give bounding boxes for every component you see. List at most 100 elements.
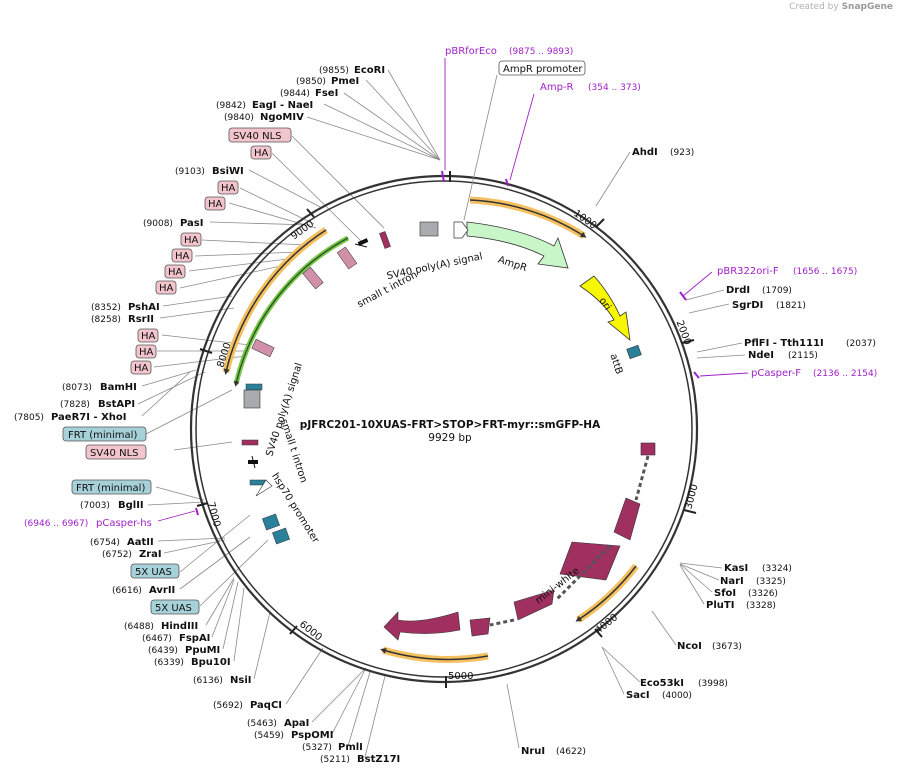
plasmid-length: 9929 bp	[428, 432, 472, 444]
ampr-label: AmpR	[496, 254, 528, 274]
ticks	[196, 171, 697, 688]
frt-minimal-1-label: FRT (minimal)	[68, 430, 137, 441]
enz-nari-pos: (3325)	[756, 577, 786, 587]
enz-ngomiv-name: NgoMIV	[260, 112, 304, 123]
enz-bstapi-pos: (7828)	[60, 400, 90, 410]
enz-pasi-name: PasI	[180, 218, 203, 229]
enz-pmli-pos: (5327)	[302, 743, 332, 753]
enz-rsrii-name: RsrII	[128, 314, 154, 325]
enz-rsrii-pos: (8258)	[91, 315, 121, 325]
enz-bstz17i-name: BstZ17I	[357, 754, 400, 765]
enz-zrai-name: ZraI	[139, 549, 162, 560]
enz-pshai-pos: (8352)	[91, 303, 121, 313]
enz-pmei-name: PmeI	[331, 76, 359, 87]
ha-label-5: HA	[175, 251, 190, 262]
enz-ppumi-pos: (6439)	[148, 646, 178, 656]
enz-fsei-pos: (9844)	[280, 89, 310, 99]
enz-ndei-name: NdeI	[748, 350, 774, 361]
enz-ncoi-name: NcoI	[677, 641, 702, 652]
ha-label-8: HA	[141, 331, 156, 342]
enz-bpu10i-name: Bpu10I	[191, 657, 231, 668]
enz-nrui-name: NruI	[521, 746, 545, 757]
boxed-labels: AmpR promoter SV40 NLS HA HA HA HA HA HA…	[62, 60, 586, 615]
enz-aatii-pos: (6754)	[90, 538, 120, 548]
enz-nsii-name: NsiI	[230, 675, 251, 686]
enz-paer7i-pos: (7805)	[14, 413, 44, 423]
sv40-nls-top-label: SV40 NLS	[233, 131, 282, 142]
enz-ngomiv-pos: (9840)	[224, 113, 254, 123]
tick-labels: 1000 2000 3000 4000 5000 6000 7000 8000 …	[205, 208, 701, 682]
ha-label-7: HA	[159, 283, 174, 294]
highlight-arrows	[222, 196, 639, 663]
ha-label-6: HA	[168, 267, 183, 278]
primer-pcasperf-range: (2136 .. 2154)	[813, 369, 877, 379]
primer-ampr-name: Amp-R	[540, 82, 574, 93]
enz-bamhi-name: BamHI	[100, 382, 137, 393]
enz-nsii-pos: (6136)	[193, 676, 223, 686]
primer-pbrforeco-range: (9875 .. 9893)	[509, 47, 573, 57]
attb-label: attB	[607, 352, 624, 375]
enz-bstz17i-pos: (5211)	[320, 755, 350, 765]
primer-marks	[195, 170, 700, 516]
enz-pflfi-pos: (2037)	[846, 339, 876, 349]
enzymes-right: AhdI (923) DrdI (1709) SgrDI (1821) PflF…	[521, 147, 876, 757]
enz-eagi-name: EagI - NaeI	[252, 100, 313, 111]
enz-pmei-pos: (9850)	[296, 77, 326, 87]
enz-bamhi-pos: (8073)	[62, 383, 92, 393]
enz-bglii-pos: (7003)	[80, 501, 110, 511]
enz-pspomi-pos: (5459)	[254, 731, 284, 741]
enz-sgrdi-name: SgrDI	[732, 300, 763, 311]
primer-pbr322ori-range: (1656 .. 1675)	[793, 267, 857, 277]
enz-drdi-name: DrdI	[726, 285, 750, 296]
mini-white-dashes	[489, 455, 650, 627]
ha-label-3: HA	[208, 199, 223, 210]
enz-apai-pos: (5463)	[247, 719, 277, 729]
ori-feature	[579, 275, 631, 341]
enz-sfoi-name: SfoI	[714, 588, 736, 599]
snapgene-credit: Created by SnapGene	[789, 2, 893, 12]
enz-fsei-name: FseI	[315, 88, 338, 99]
enz-zrai-pos: (6752)	[102, 550, 132, 560]
enz-pflfi-name: PflFI - Tth111I	[744, 338, 824, 349]
enz-ecori-pos: (9855)	[319, 66, 349, 76]
enz-apai-name: ApaI	[284, 718, 309, 729]
enz-paqci-name: PaqCI	[250, 700, 282, 711]
sv40-polya-left-label: SV40 poly(A) signal	[264, 362, 305, 458]
enz-avrii-pos: (6616)	[112, 586, 142, 596]
enz-bstapi-name: BstAPI	[98, 399, 135, 410]
enz-aatii-name: AatII	[127, 537, 154, 548]
primer-pcasperf-name: pCasper-F	[751, 368, 801, 379]
enz-ncoi-pos: (3673)	[712, 642, 742, 652]
enz-eco53ki-pos: (3998)	[698, 679, 728, 689]
primer-pbrforeco-name: pBRforEco	[445, 46, 497, 57]
enz-kasi-pos: (3324)	[762, 564, 792, 574]
tick-7000: 7000	[205, 501, 222, 528]
primer-pbr322ori-name: pBR322ori-F	[717, 266, 779, 277]
primer-ampr-range: (354 .. 373)	[588, 83, 641, 93]
plasmid-name: pJFRC201-10XUAS-FRT>STOP>FRT-myr::smGFP-…	[300, 419, 601, 431]
attb-feature	[626, 344, 642, 360]
mini-white-feature	[383, 442, 656, 641]
ha-label-2: HA	[221, 183, 236, 194]
ha-label-10: HA	[134, 363, 149, 374]
enz-hindiii-name: HindIII	[161, 621, 198, 632]
tick-3000: 3000	[683, 483, 700, 510]
enz-drdi-pos: (1709)	[762, 286, 792, 296]
enz-sfoi-pos: (3326)	[748, 589, 778, 599]
tick-5000: 5000	[448, 671, 473, 682]
enz-pmli-name: PmlI	[338, 742, 363, 753]
primer-leaders	[157, 58, 749, 522]
enz-ecori-name: EcoRI	[354, 65, 385, 76]
enz-bpu10i-pos: (6339)	[154, 658, 184, 668]
enz-pasi-pos: (9008)	[143, 219, 173, 229]
enz-paer7i-name: PaeR7I - XhoI	[51, 412, 127, 423]
snapgene-logo: SnapGene	[841, 2, 893, 12]
enz-eagi-pos: (9842)	[216, 101, 246, 111]
uas-2-label: 5X UAS	[155, 603, 192, 614]
ha-label-1: HA	[254, 148, 269, 159]
ampr-promoter-leader	[463, 74, 498, 221]
ampr-promoter-label: AmpR promoter	[503, 64, 583, 75]
frt-minimal-2-label: FRT (minimal)	[76, 483, 145, 494]
sv40-nls-mid-label: SV40 NLS	[90, 448, 139, 459]
